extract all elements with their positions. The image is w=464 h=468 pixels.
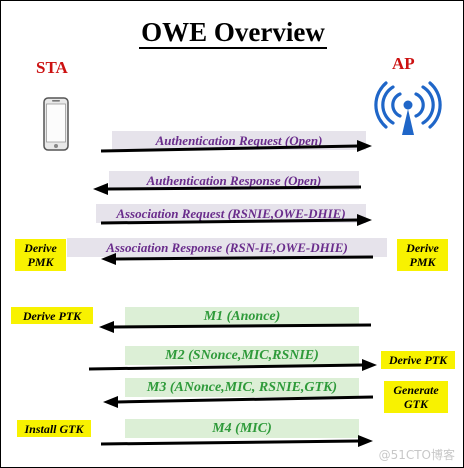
- note-install-gtk: Install GTK: [17, 420, 91, 437]
- arrow-to-ap: [100, 140, 372, 153]
- wifi-antenna-icon: [374, 81, 442, 135]
- watermark: @51CTO博客: [378, 448, 455, 462]
- ap-label: AP: [392, 54, 415, 73]
- message-label: M3 (ANonce,MIC, RSNIE,GTK): [125, 378, 359, 397]
- diagram-title: OWE Overview: [1, 17, 463, 49]
- note-derive-pmk-sta: Derive PMK: [15, 239, 66, 271]
- note-derive-ptk-ap: Derive PTK: [381, 351, 455, 369]
- arrow-to-sta: [101, 253, 374, 265]
- arrow-to-ap: [100, 435, 373, 447]
- message-label: Authentication Response (Open): [109, 171, 359, 190]
- title-text: OWE Overview: [139, 17, 327, 49]
- arrow-to-ap: [88, 359, 377, 371]
- message-label: M4 (MIC): [125, 419, 359, 438]
- message-label: Authentication Request (Open): [112, 131, 366, 150]
- arrow-to-sta: [103, 395, 374, 408]
- note-generate-gtk: Generate GTK: [384, 381, 448, 413]
- arrow-to-ap: [100, 214, 372, 226]
- message-label: M1 (Anonce): [125, 307, 359, 326]
- arrow-to-sta: [99, 321, 372, 333]
- sta-label: STA: [36, 58, 68, 77]
- arrow-to-sta: [93, 183, 362, 195]
- message-label: Association Request (RSNIE,OWE-DHIE): [96, 204, 366, 223]
- message-label: Association Response (RSN-IE,OWE-DHIE): [67, 238, 387, 257]
- note-derive-ptk-sta: Derive PTK: [11, 307, 93, 324]
- note-derive-pmk-ap: Derive PMK: [397, 239, 448, 271]
- smartphone-icon: [43, 97, 69, 151]
- message-label: M2 (SNonce,MIC,RSNIE): [125, 346, 359, 365]
